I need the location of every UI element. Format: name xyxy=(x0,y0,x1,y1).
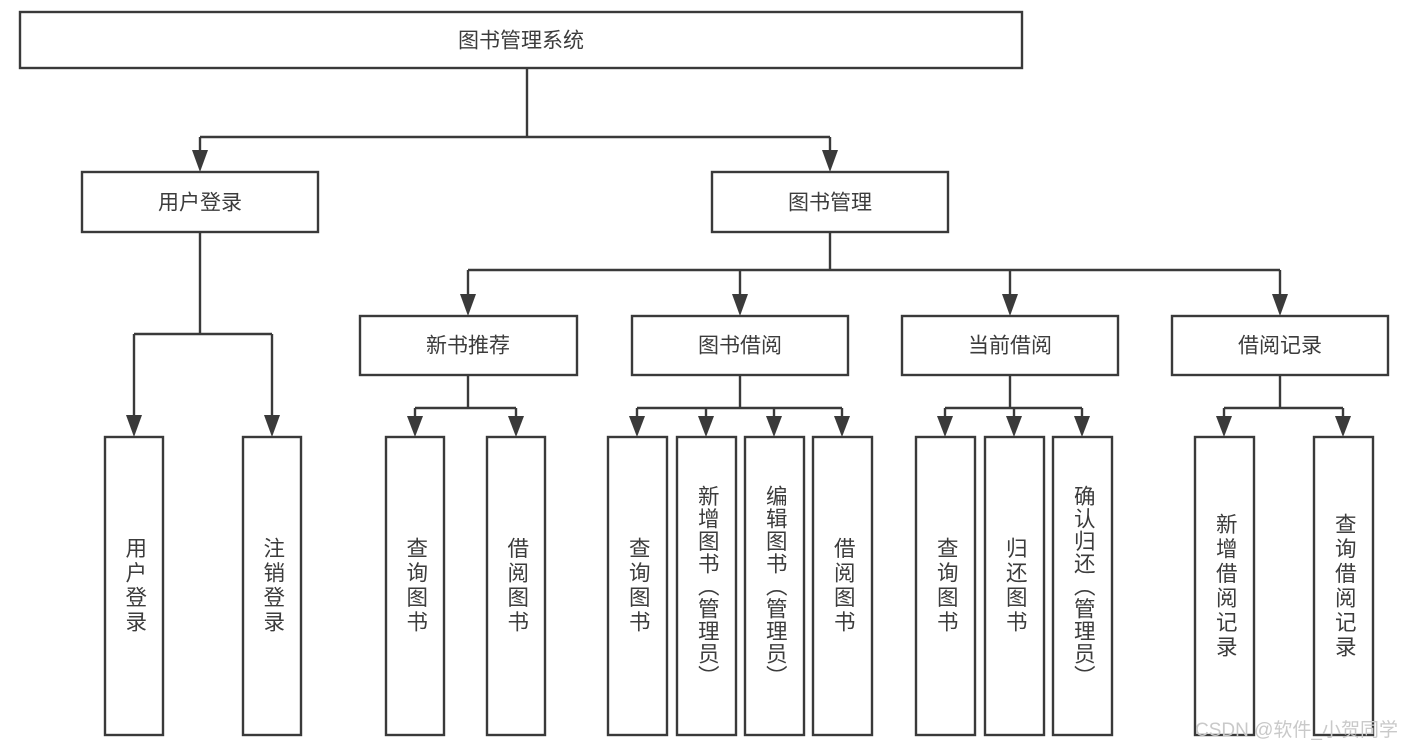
node-user-login-label: 用户登录 xyxy=(158,192,242,215)
node-leaf-borrow-book-rec[interactable]: 借阅图书 xyxy=(485,435,547,737)
node-leaf-confirm-return-box[interactable] xyxy=(1051,435,1114,737)
node-new-book-recommend-box[interactable] xyxy=(358,314,579,377)
connector-layer xyxy=(126,68,1351,437)
node-book-management-box[interactable] xyxy=(710,170,950,234)
arrow-head-user-login xyxy=(192,150,208,172)
node-leaf-edit-book-label: 编辑图书（管理员） xyxy=(763,484,788,688)
node-leaf-add-book-text-wrap: 新增图书（管理员） xyxy=(695,484,720,688)
node-leaf-return-book-label: 归还图书 xyxy=(1003,537,1028,635)
node-book-management-label: 图书管理 xyxy=(788,192,872,215)
node-leaf-query-record-box[interactable] xyxy=(1312,435,1375,737)
node-borrow-record-label: 借阅记录 xyxy=(1238,335,1322,358)
node-borrow-record-box[interactable] xyxy=(1170,314,1390,377)
node-leaf-add-record[interactable]: 新增借阅记录 xyxy=(1193,435,1256,737)
node-book-management[interactable]: 图书管理 xyxy=(710,170,950,234)
node-leaf-borrow-book-box[interactable] xyxy=(811,435,874,737)
arrow-head-leaf-user-login xyxy=(126,415,142,437)
node-leaf-return-book[interactable]: 归还图书 xyxy=(983,435,1046,737)
node-current-borrow-label: 当前借阅 xyxy=(968,335,1052,358)
arrow-head-leaf-query-book-current xyxy=(937,416,953,437)
arrow-head-book-management xyxy=(822,150,838,172)
node-leaf-query-book-rec-label: 查询图书 xyxy=(403,537,428,635)
node-borrow-record[interactable]: 借阅记录 xyxy=(1170,314,1390,377)
node-leaf-user-login-label: 用户登录 xyxy=(122,537,147,635)
node-leaf-borrow-book-rec-text-wrap: 借阅图书 xyxy=(504,537,529,635)
arrow-head-leaf-logout xyxy=(264,415,280,437)
node-leaf-borrow-book-rec-box[interactable] xyxy=(485,435,547,737)
node-leaf-query-book-borrow-text-wrap: 查询图书 xyxy=(626,537,651,635)
node-leaf-return-book-text-wrap: 归还图书 xyxy=(1003,537,1028,635)
node-leaf-query-book-current[interactable]: 查询图书 xyxy=(914,435,977,737)
arrow-head-book-borrow xyxy=(732,294,748,316)
node-book-borrow[interactable]: 图书借阅 xyxy=(630,314,850,377)
node-root[interactable]: 图书管理系统 xyxy=(18,10,1024,70)
arrow-head-borrow-record xyxy=(1272,294,1288,316)
arrow-head-leaf-query-record xyxy=(1335,416,1351,437)
node-root-label: 图书管理系统 xyxy=(458,30,584,53)
node-leaf-query-record-text-wrap: 查询借阅记录 xyxy=(1332,512,1357,660)
arrow-head-leaf-edit-book xyxy=(766,416,782,437)
node-new-book-recommend-label: 新书推荐 xyxy=(426,335,510,358)
node-new-book-recommend[interactable]: 新书推荐 xyxy=(358,314,579,377)
arrow-head-leaf-add-book xyxy=(698,416,714,437)
node-leaf-query-book-rec-text-wrap: 查询图书 xyxy=(403,537,428,635)
node-leaf-edit-book[interactable]: 编辑图书（管理员） xyxy=(743,435,806,737)
node-user-login-box[interactable] xyxy=(80,170,320,234)
csdn-watermark: CSDN @软件_小贺同学 xyxy=(1195,719,1398,741)
node-root-box[interactable] xyxy=(18,10,1024,70)
node-leaf-add-book[interactable]: 新增图书（管理员） xyxy=(675,435,738,737)
node-leaf-user-login[interactable]: 用户登录 xyxy=(103,435,165,737)
node-leaf-borrow-book-text-wrap: 借阅图书 xyxy=(831,537,856,635)
node-leaf-borrow-book-label: 借阅图书 xyxy=(831,537,856,635)
arrow-head-leaf-query-book-rec xyxy=(407,416,423,437)
node-leaf-user-login-box[interactable] xyxy=(103,435,165,737)
node-leaf-query-book-borrow[interactable]: 查询图书 xyxy=(606,435,669,737)
node-leaf-query-book-current-label: 查询图书 xyxy=(934,537,959,635)
node-leaf-query-book-rec-box[interactable] xyxy=(384,435,446,737)
node-leaf-query-record-label: 查询借阅记录 xyxy=(1332,512,1357,660)
node-leaf-logout-label: 注销登录 xyxy=(260,537,285,635)
node-leaf-add-record-box[interactable] xyxy=(1193,435,1256,737)
node-leaf-edit-book-text-wrap: 编辑图书（管理员） xyxy=(763,484,788,688)
arrow-head-leaf-borrow-book-rec xyxy=(508,416,524,437)
node-leaf-return-book-box[interactable] xyxy=(983,435,1046,737)
node-leaf-edit-book-box[interactable] xyxy=(743,435,806,737)
node-book-borrow-box[interactable] xyxy=(630,314,850,377)
node-leaf-confirm-return-label: 确认归还（管理员） xyxy=(1071,484,1096,688)
arrow-head-leaf-borrow-book xyxy=(834,416,850,437)
node-user-login[interactable]: 用户登录 xyxy=(80,170,320,234)
node-leaf-query-book-current-box[interactable] xyxy=(914,435,977,737)
node-leaf-query-book-borrow-box[interactable] xyxy=(606,435,669,737)
arrow-head-leaf-return-book xyxy=(1006,416,1022,437)
node-leaf-user-login-text-wrap: 用户登录 xyxy=(122,537,147,635)
node-leaf-add-record-text-wrap: 新增借阅记录 xyxy=(1213,512,1238,660)
arrow-head-leaf-query-book-borrow xyxy=(629,416,645,437)
node-leaf-query-book-current-text-wrap: 查询图书 xyxy=(934,537,959,635)
node-leaf-query-book-rec[interactable]: 查询图书 xyxy=(384,435,446,737)
node-leaf-logout[interactable]: 注销登录 xyxy=(241,435,303,737)
node-leaf-add-book-box[interactable] xyxy=(675,435,738,737)
arrow-head-leaf-confirm-return xyxy=(1074,416,1090,437)
node-leaf-borrow-book-rec-label: 借阅图书 xyxy=(504,537,529,635)
node-leaf-add-record-label: 新增借阅记录 xyxy=(1213,512,1238,660)
node-leaf-confirm-return[interactable]: 确认归还（管理员） xyxy=(1051,435,1114,737)
node-current-borrow-box[interactable] xyxy=(900,314,1120,377)
arrow-head-leaf-add-record xyxy=(1216,416,1232,437)
node-current-borrow[interactable]: 当前借阅 xyxy=(900,314,1120,377)
node-leaf-logout-text-wrap: 注销登录 xyxy=(260,537,285,635)
node-leaf-query-book-borrow-label: 查询图书 xyxy=(626,537,651,635)
node-book-borrow-label: 图书借阅 xyxy=(698,335,782,358)
node-leaf-borrow-book[interactable]: 借阅图书 xyxy=(811,435,874,737)
node-leaf-query-record[interactable]: 查询借阅记录 xyxy=(1312,435,1375,737)
arrow-head-current-borrow xyxy=(1002,294,1018,316)
node-leaf-add-book-label: 新增图书（管理员） xyxy=(695,484,720,688)
node-leaf-confirm-return-text-wrap: 确认归还（管理员） xyxy=(1071,484,1096,688)
node-leaf-logout-box[interactable] xyxy=(241,435,303,737)
arrow-head-new-book-recommend xyxy=(460,294,476,316)
